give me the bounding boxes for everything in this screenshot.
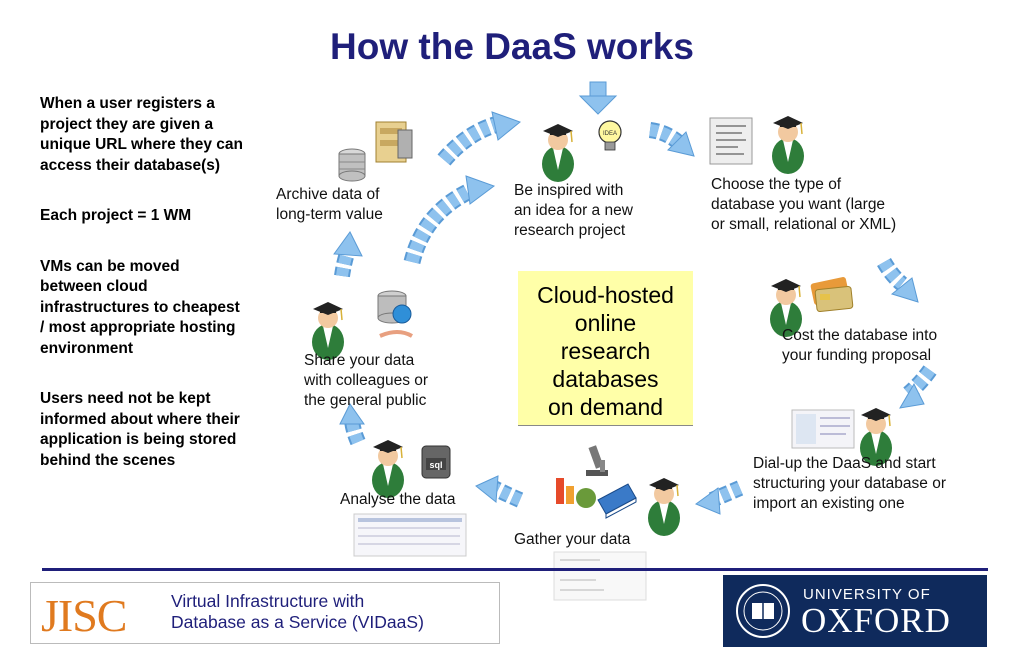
- center-line: on demand: [547, 394, 664, 420]
- notes-panel: When a user registers a project they are…: [40, 94, 245, 501]
- step-line: Be inspired with: [514, 182, 624, 199]
- oxford-university-of: UNIVERSITY OF: [803, 586, 931, 603]
- step-choose-type: Choose the type of database you want (la…: [711, 175, 896, 235]
- note-vm-moving: VMs can be moved between cloud infrastru…: [40, 257, 240, 357]
- jisc-text-line: Virtual Infrastructure with: [171, 591, 365, 611]
- database-screenshot-icon: [791, 409, 855, 449]
- credit-cards-icon: [810, 277, 854, 313]
- arrow-dialup-to-gather: [694, 480, 744, 515]
- arrow-share-to-archive: [333, 231, 363, 278]
- step-line: Cost the database into: [782, 327, 938, 344]
- book-icon: [597, 483, 637, 519]
- archive-database-icon: [338, 148, 366, 182]
- bar-chart-icon: [556, 478, 596, 508]
- step-line: Dial-up the DaaS and start: [753, 455, 936, 472]
- arrow-choose-to-cost: [877, 257, 919, 303]
- step-gather-data: Gather your data: [514, 530, 630, 550]
- step-line: long-term value: [276, 206, 383, 223]
- step-line: the general public: [304, 392, 427, 409]
- arrow-gather-to-analyse: [475, 475, 524, 508]
- document-icon: [709, 117, 753, 165]
- step-line: Archive data of: [276, 186, 380, 203]
- step-line: Choose the type of: [711, 176, 842, 193]
- graduate-person-icon-inspired: [541, 123, 575, 183]
- step-line: structuring your database or: [753, 475, 946, 492]
- step-line: Analyse the data: [340, 491, 456, 508]
- step-dial-up: Dial-up the DaaS and start structuring y…: [753, 454, 946, 514]
- arrow-analyse-to-share: [339, 403, 366, 446]
- jisc-text-line: Database as a Service (VIDaaS): [171, 612, 424, 632]
- step-line: database you want (large: [711, 196, 886, 213]
- step-line: research project: [514, 222, 626, 239]
- step-line: your funding proposal: [782, 347, 932, 364]
- graduate-person-icon-choose: [771, 115, 805, 175]
- footer-divider: [42, 568, 988, 571]
- step-line: with colleagues or: [304, 372, 429, 389]
- arrow-down-top: [578, 81, 618, 115]
- jisc-banner: JISC Virtual Infrastructure with Databas…: [30, 582, 500, 644]
- graduate-person-icon-gather: [647, 477, 681, 537]
- sql-file-icon: sql: [421, 445, 451, 479]
- sql-label: sql: [429, 460, 442, 470]
- gather-form-screenshot-icon: [553, 551, 647, 601]
- archive-cabinet-icon: [375, 121, 413, 163]
- jisc-project-title: Virtual Infrastructure with Database as …: [171, 591, 424, 633]
- analysis-screenshot-icon: [353, 513, 467, 557]
- oxford-seal-icon: [736, 584, 790, 638]
- oxford-logo-banner: UNIVERSITY OF OXFORD: [723, 575, 987, 647]
- center-callout-text: Cloud-hosted online research databases o…: [518, 281, 693, 421]
- note-unique-url: When a user registers a project they are…: [40, 95, 243, 174]
- center-line: databases: [552, 366, 659, 392]
- step-be-inspired: Be inspired with an idea for a new resea…: [514, 181, 633, 241]
- jisc-logo: JISC: [41, 590, 127, 641]
- oxford-name: OXFORD: [801, 601, 951, 640]
- step-line: import an existing one: [753, 495, 905, 512]
- step-line: an idea for a new: [514, 202, 633, 219]
- arrow-archive-to-inspired: [437, 111, 522, 166]
- center-line: online: [574, 310, 637, 336]
- step-analyse-data: Analyse the data: [340, 490, 455, 510]
- center-line: research: [560, 338, 651, 364]
- step-line: or small, relational or XML): [711, 216, 897, 233]
- microscope-icon: [586, 445, 608, 476]
- note-users-informed: Users need not be kept informed about wh…: [40, 390, 240, 469]
- step-archive-data: Archive data of long-term value: [276, 185, 383, 225]
- idea-label: IDEA: [603, 131, 617, 137]
- step-share-data: Share your data with colleagues or the g…: [304, 351, 428, 411]
- arrow-inspired-to-choose: [648, 122, 695, 157]
- center-callout-box: Cloud-hosted online research databases o…: [518, 271, 693, 426]
- step-line: Share your data: [304, 352, 415, 369]
- note-project-wm: Each project = 1 WM: [40, 207, 192, 224]
- lightbulb-icon: IDEA: [598, 120, 622, 151]
- arrow-share-to-inspired: [403, 175, 496, 265]
- arrow-cost-to-dialup: [899, 365, 937, 409]
- step-cost-database: Cost the database into your funding prop…: [782, 326, 937, 366]
- step-line: Gather your data: [514, 531, 631, 548]
- page-title: How the DaaS works: [330, 26, 694, 67]
- database-globe-icon: [377, 290, 413, 338]
- center-line: Cloud-hosted: [537, 282, 674, 308]
